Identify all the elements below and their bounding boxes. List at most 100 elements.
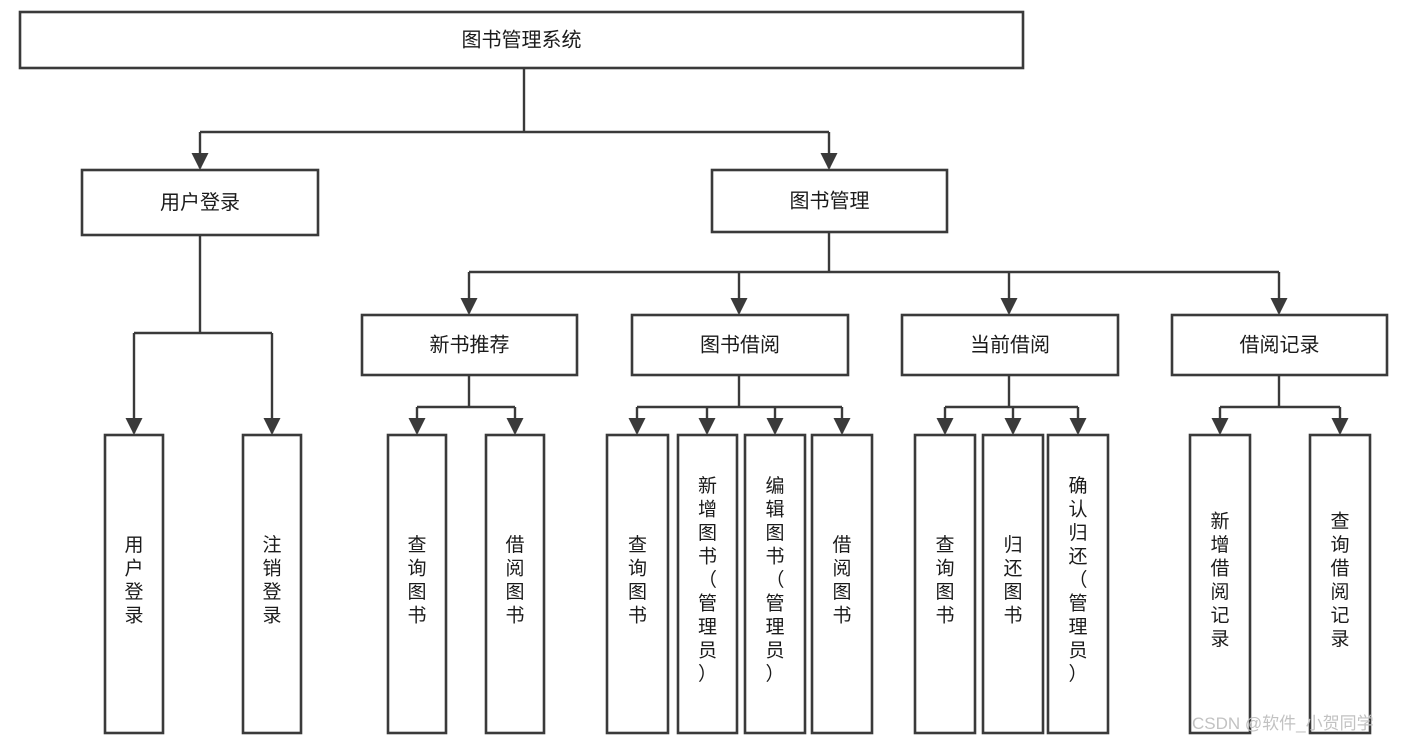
node-label-char: 询	[628, 557, 647, 579]
node-leaf-查询借阅记录[interactable]: 查询借阅记录查询借阅记录	[1308, 433, 1372, 735]
connectors-layer	[125, 68, 1349, 435]
node-label-char: 辑	[765, 499, 784, 521]
node-label-char: 员	[1068, 641, 1087, 662]
node-label-char: 注	[262, 534, 281, 556]
node-label-char: 书	[698, 546, 717, 568]
arrow-head-icon	[1069, 418, 1087, 435]
node-label-char: 记	[1210, 604, 1229, 626]
node-label-char: （	[698, 569, 717, 591]
arrow-head-icon	[263, 418, 281, 435]
node-leaf-注销登录[interactable]: 注销登录注销登录	[241, 433, 303, 735]
arrow-head-icon	[460, 298, 478, 315]
node-label-char: 借	[832, 534, 851, 556]
arrow-head-icon	[628, 418, 646, 435]
node-l3-借阅记录[interactable]: 借阅记录	[1170, 313, 1389, 377]
node-label-char: 书	[407, 604, 426, 626]
node-leaf-新增借阅记录[interactable]: 新增借阅记录新增借阅记录	[1188, 433, 1252, 735]
node-box	[913, 433, 977, 735]
node-leaf-查询图书[interactable]: 查询图书查询图书	[605, 433, 670, 735]
arrow-head-icon	[1004, 418, 1022, 435]
node-l3-新书推荐[interactable]: 新书推荐	[360, 313, 579, 377]
node-label-char: （	[765, 569, 784, 591]
node-l3-当前借阅[interactable]: 当前借阅	[900, 313, 1120, 377]
node-label: 图书管理	[790, 189, 870, 212]
node-label-char: 管	[698, 593, 717, 615]
node-label: 借阅记录	[1240, 333, 1320, 356]
node-l2-用户登录[interactable]: 用户登录	[80, 168, 320, 237]
node-label-char: 编	[765, 475, 784, 497]
node-label-char: 查	[407, 534, 426, 556]
node-label-char: 图	[628, 582, 647, 603]
node-label-char: 书	[505, 604, 524, 626]
node-label: 图书借阅	[700, 333, 780, 356]
node-box	[710, 168, 949, 234]
node-label: 图书管理系统	[462, 28, 582, 51]
node-label-char: 图	[1003, 582, 1022, 603]
node-label-char: 理	[698, 617, 717, 638]
node-label-char: 询	[935, 557, 954, 579]
node-leaf-借阅图书[interactable]: 借阅图书借阅图书	[484, 433, 546, 735]
node-label-char: 图	[832, 582, 851, 603]
connector-borrow-children	[628, 375, 851, 435]
node-label-char: 归	[1003, 534, 1022, 556]
node-box	[1170, 313, 1389, 377]
node-label: 当前借阅	[970, 333, 1050, 356]
node-label-char: 借	[505, 534, 524, 556]
node-box	[1046, 433, 1110, 735]
node-label-char: 管	[1068, 593, 1087, 615]
node-label-char: 书	[832, 604, 851, 626]
watermark-label: CSDN @软件_小贺同学	[1192, 714, 1374, 733]
node-label-char: ）	[765, 663, 784, 685]
node-label-char: 询	[1330, 534, 1349, 556]
node-box	[1188, 433, 1252, 735]
arrow-head-icon	[1331, 418, 1349, 435]
node-label-char: 归	[1068, 522, 1087, 544]
node-label-char: 查	[1330, 510, 1349, 532]
node-leaf-归还图书[interactable]: 归还图书归还图书	[981, 433, 1045, 735]
arrow-head-icon	[125, 418, 143, 435]
node-box	[676, 433, 739, 735]
connector-current-children	[936, 375, 1087, 435]
node-leaf-查询图书[interactable]: 查询图书查询图书	[913, 433, 977, 735]
arrow-head-icon	[191, 153, 209, 170]
arrow-head-icon	[766, 418, 784, 435]
node-label-char: 记	[1330, 604, 1349, 626]
node-label-char: 理	[1068, 617, 1087, 638]
node-box	[103, 433, 165, 735]
connector-bookmgmt-children	[460, 232, 1288, 315]
node-label-char: （	[1068, 569, 1087, 591]
node-label-char: 确	[1068, 475, 1087, 497]
node-label-char: 查	[935, 534, 954, 556]
node-label-char: 询	[407, 557, 426, 579]
node-label-char: 书	[628, 604, 647, 626]
node-label-char: 阅	[1210, 581, 1229, 603]
node-label-char: 借	[1210, 557, 1229, 579]
node-l2-图书管理[interactable]: 图书管理	[710, 168, 949, 234]
node-label-char: 录	[124, 605, 143, 626]
node-label-char: 管	[765, 593, 784, 615]
node-label-char: 图	[698, 523, 717, 544]
node-label: 用户登录	[160, 191, 240, 214]
node-box	[981, 433, 1045, 735]
node-leaf-查询图书[interactable]: 查询图书查询图书	[386, 433, 448, 735]
nodes-layer: 图书管理系统用户登录图书管理新书推荐图书借阅当前借阅借阅记录用户登录用户登录注销…	[18, 10, 1389, 735]
connector-record-children	[1211, 375, 1349, 435]
node-label-char: 增	[1210, 534, 1229, 556]
node-label-char: 阅	[832, 557, 851, 579]
node-leaf-借阅图书[interactable]: 借阅图书借阅图书	[810, 433, 874, 735]
node-box	[241, 433, 303, 735]
node-label-char: 新	[1210, 510, 1229, 532]
node-l3-图书借阅[interactable]: 图书借阅	[630, 313, 850, 377]
arrow-head-icon	[1000, 298, 1018, 315]
node-box	[810, 433, 874, 735]
node-label-char: 阅	[1330, 581, 1349, 603]
node-root-图书管理系统[interactable]: 图书管理系统	[18, 10, 1025, 70]
node-box	[743, 433, 807, 735]
node-leaf-用户登录[interactable]: 用户登录用户登录	[103, 433, 165, 735]
node-label-char: 图	[935, 582, 954, 603]
node-label-char: 登	[124, 581, 143, 603]
